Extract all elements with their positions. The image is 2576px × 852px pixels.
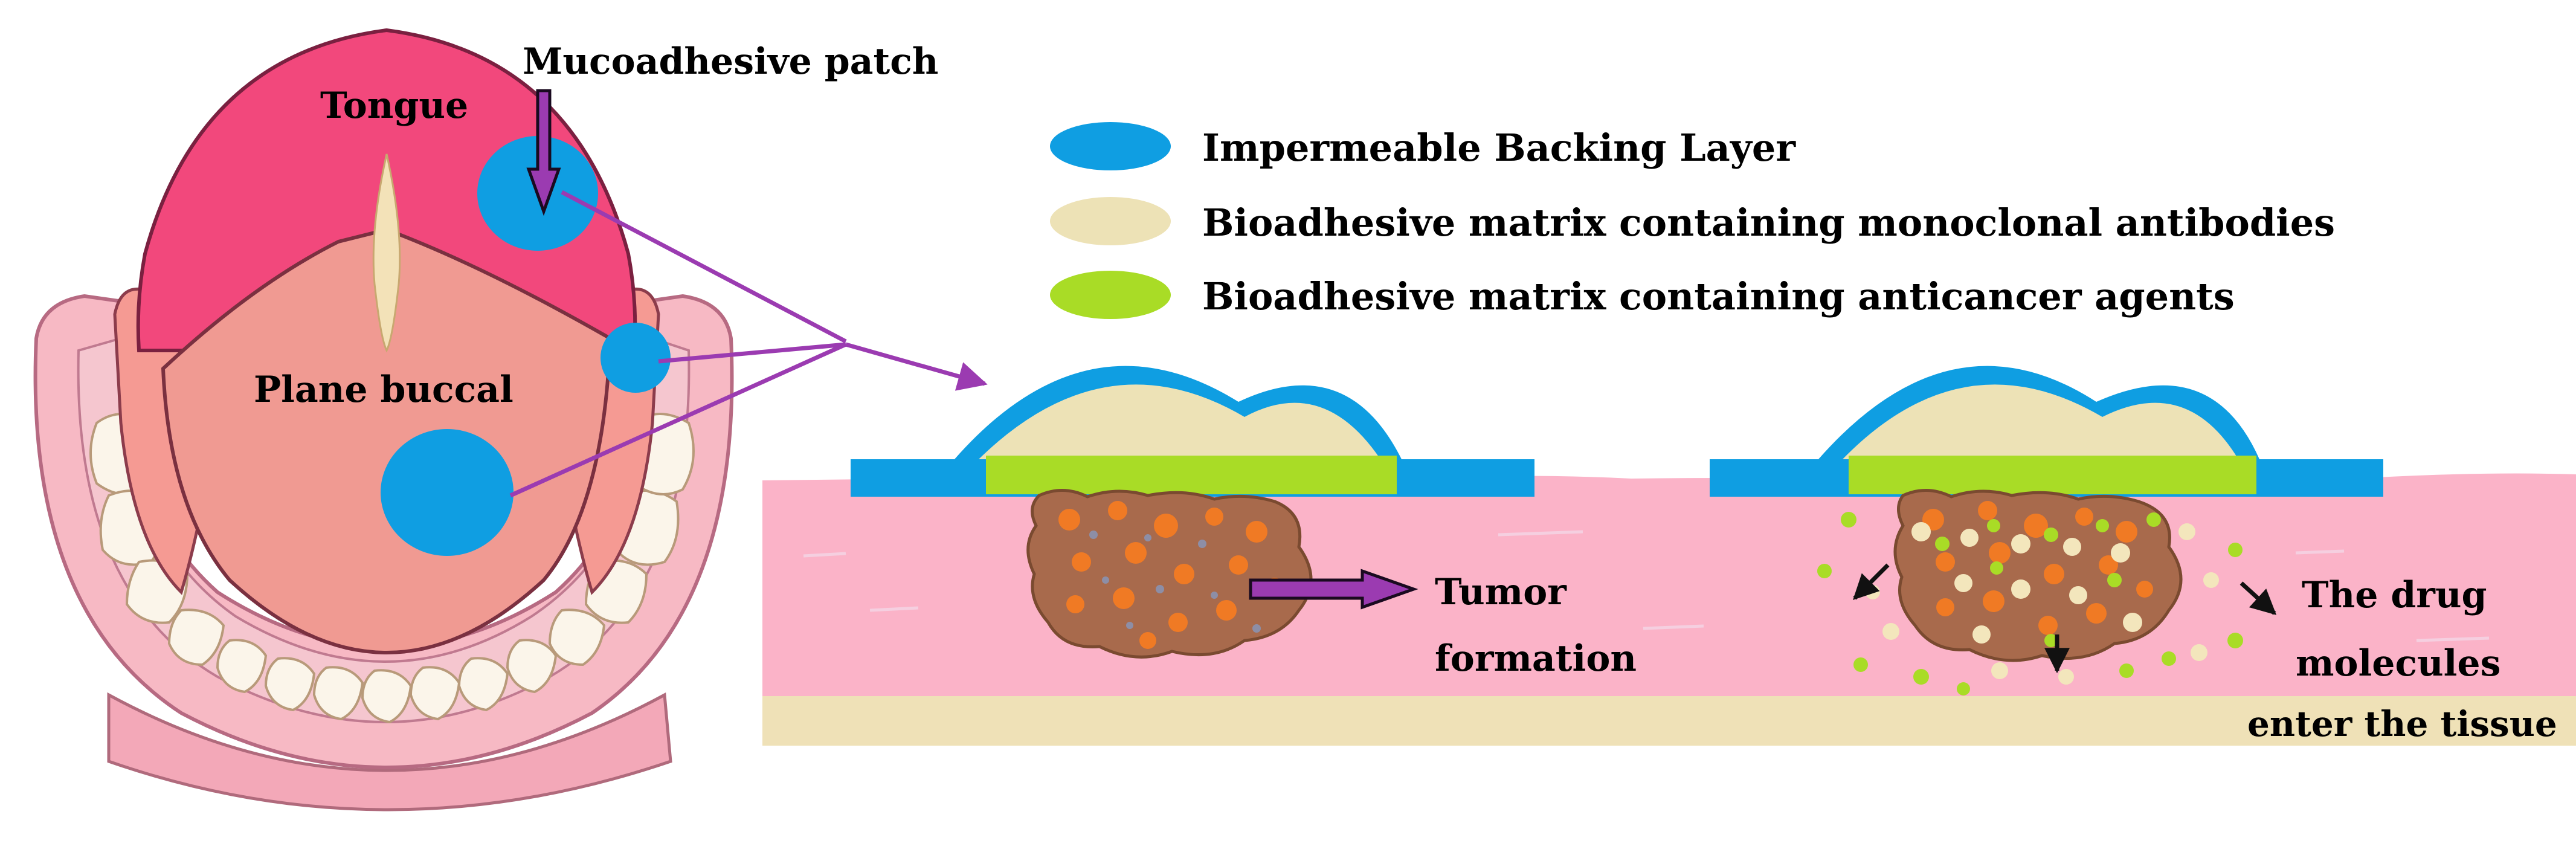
submucosa-layer	[762, 696, 2576, 746]
tissue-texture	[803, 530, 2490, 642]
legend-label: Impermeable Backing Layer	[1202, 126, 1796, 170]
anticancer-matrix	[1849, 456, 2256, 494]
label-tumor-line1: Tumor	[1435, 571, 1567, 613]
patch-side	[601, 323, 671, 393]
tumor-mass	[1026, 489, 1313, 659]
anticancer-matrix	[986, 456, 1397, 494]
label-mucoadhesive-patch: Mucoadhesive patch	[523, 40, 938, 83]
label-tumor-line2: formation	[1435, 637, 1637, 680]
diffusion-arrows	[1853, 563, 2277, 674]
tumor-pointer-arrow	[1249, 569, 1418, 610]
legend-label: Bioadhesive matrix containing monoclonal…	[1202, 201, 2335, 245]
tumor-cells	[1089, 531, 1261, 633]
legend-swatch	[1050, 271, 1171, 319]
tumor-2: The drug molecules enter the tissue	[1817, 489, 2557, 744]
oral-cavity-illustration: Tongue Plane buccal Mucoadhesive patch	[33, 28, 988, 812]
legend-swatch	[1050, 197, 1171, 245]
antibody-matrix	[979, 384, 1380, 459]
connector-line-side	[658, 342, 846, 364]
label-drug-line1: The drug	[2302, 574, 2487, 616]
drug-molecules-antibody	[1866, 522, 2219, 685]
patch-1	[851, 366, 1534, 497]
antibody-matrix	[1843, 384, 2238, 459]
connector-arrow	[845, 342, 988, 391]
drug-molecules-anticancer	[1817, 512, 2243, 695]
connector-line-tongue	[561, 190, 847, 344]
legend-item-anticancer-matrix: Bioadhesive matrix containing anticancer…	[1050, 271, 2235, 319]
frenulum	[372, 153, 401, 353]
tumor-spots	[1922, 501, 2153, 635]
label-tongue: Tongue	[320, 85, 468, 127]
patch-2	[1710, 366, 2383, 497]
legend-item-backing: Impermeable Backing Layer	[1050, 122, 1796, 170]
legend-item-antibody-matrix: Bioadhesive matrix containing monoclonal…	[1050, 197, 2335, 245]
tumor-1: Tumor formation	[1026, 489, 1637, 680]
legend: Impermeable Backing Layer Bioadhesive ma…	[1050, 122, 2335, 319]
plane-buccal-area	[161, 227, 613, 655]
patch-pointer-arrow	[526, 89, 561, 216]
tumor-spots	[1058, 501, 1283, 649]
label-plane-buccal: Plane buccal	[254, 369, 514, 411]
patch-buccal	[381, 429, 514, 556]
legend-swatch	[1050, 122, 1171, 170]
lower-lip	[107, 692, 672, 812]
label-drug-line2: molecules	[2296, 642, 2500, 685]
connector-line-buccal	[509, 342, 847, 498]
label-drug-line3: enter the tissue	[2247, 703, 2557, 744]
legend-label: Bioadhesive matrix containing anticancer…	[1202, 274, 2235, 318]
